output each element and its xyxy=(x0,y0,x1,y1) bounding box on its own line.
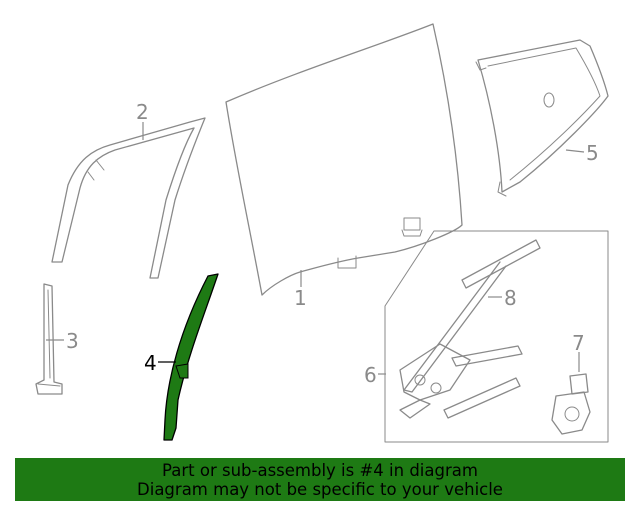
callout-5: 5 xyxy=(586,141,599,165)
callout-6: 6 xyxy=(364,363,377,387)
part-4-rear-channel-highlighted xyxy=(163,273,219,441)
diagram-notice-banner: Part or sub-assembly is #4 in diagram Di… xyxy=(15,458,625,501)
regulator-assembly-box xyxy=(384,230,609,443)
part-3-lower-channel xyxy=(35,283,63,395)
callout-7: 7 xyxy=(572,331,585,355)
part-1-door-glass xyxy=(225,23,463,296)
callout-1: 1 xyxy=(294,286,307,310)
callout-3: 3 xyxy=(66,329,79,353)
banner-line-part-number: Part or sub-assembly is #4 in diagram xyxy=(162,460,478,480)
leader-lines xyxy=(46,122,585,375)
callout-8: 8 xyxy=(504,286,517,310)
callout-2: 2 xyxy=(136,100,149,124)
callout-4: 4 xyxy=(144,351,157,375)
banner-line-disclaimer: Diagram may not be specific to your vehi… xyxy=(137,479,503,499)
part-5-quarter-glass xyxy=(475,39,609,197)
part-2-glass-channel xyxy=(51,117,206,279)
